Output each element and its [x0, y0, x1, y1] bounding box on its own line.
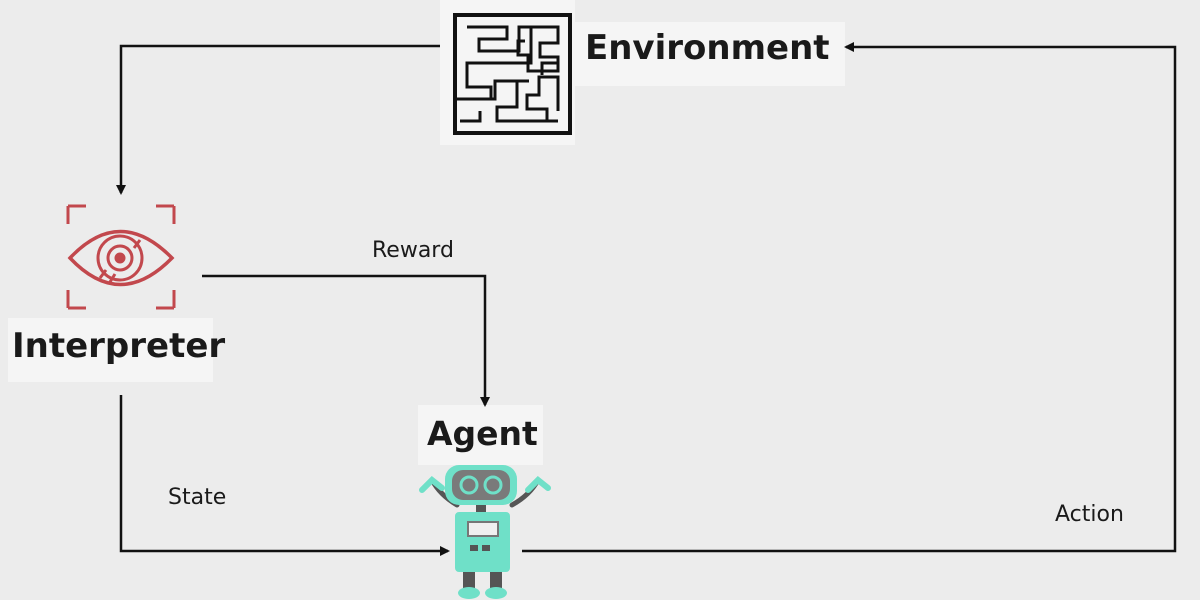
- edge-environment-to-interpreter: [116, 44, 440, 195]
- edge-label-reward: Reward: [372, 238, 454, 263]
- node-agent-label: Agent: [427, 414, 538, 453]
- node-environment-label: Environment: [585, 28, 830, 68]
- edge-label-state: State: [168, 485, 227, 510]
- edge-label-action: Action: [1055, 502, 1124, 527]
- edge-agent-to-environment-action: [522, 42, 1177, 553]
- eye-icon: [66, 204, 176, 310]
- edge-interpreter-to-agent-reward: [202, 274, 490, 407]
- robot-icon: [419, 465, 551, 599]
- node-interpreter-label: Interpreter: [12, 326, 226, 366]
- maze-icon: [440, 0, 575, 145]
- edge-interpreter-to-agent-state: [119, 395, 450, 556]
